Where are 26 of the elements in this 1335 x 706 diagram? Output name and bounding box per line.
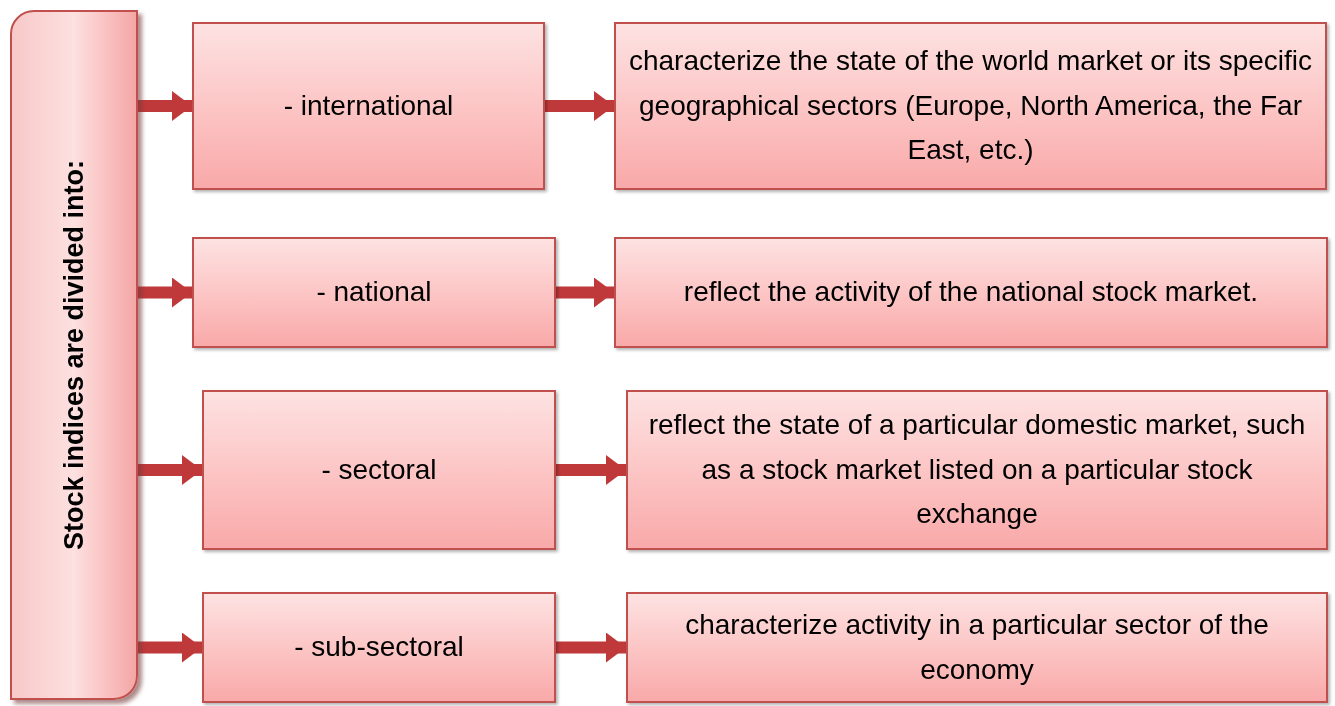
process-box bbox=[626, 592, 1328, 703]
process-box bbox=[192, 237, 556, 348]
box-text: - sectoral bbox=[321, 452, 437, 487]
process-box bbox=[202, 592, 556, 703]
arrow bbox=[556, 277, 614, 308]
box-text: characterize activity in a particular sector of the economy bbox=[684, 607, 1270, 687]
arrow bbox=[138, 632, 202, 663]
arrow bbox=[556, 455, 626, 485]
category-bar bbox=[10, 10, 138, 700]
box-text: characterize the state of the world market or its specific geographical sectors (Europe, North America, the Far East, etc.) bbox=[628, 43, 1313, 168]
process-box bbox=[614, 22, 1327, 190]
arrow bbox=[138, 277, 192, 308]
arrow bbox=[138, 455, 202, 485]
arrow bbox=[545, 91, 614, 121]
box-text: reflect the state of a particular domestic market, such as a stock market listed on a particular stock exchange bbox=[647, 407, 1307, 532]
process-box bbox=[614, 237, 1328, 348]
arrow bbox=[556, 632, 626, 663]
box-text: - sub-sectoral bbox=[294, 630, 464, 665]
process-box bbox=[202, 390, 556, 550]
process-box bbox=[192, 22, 545, 190]
arrow bbox=[138, 91, 192, 121]
box-text: - national bbox=[316, 275, 432, 310]
box-text: reflect the activity of the national stock market. bbox=[683, 275, 1259, 310]
box-text: - international bbox=[283, 88, 454, 123]
category-heading: Stock indices are divided into: bbox=[57, 159, 90, 551]
process-box bbox=[626, 390, 1328, 550]
